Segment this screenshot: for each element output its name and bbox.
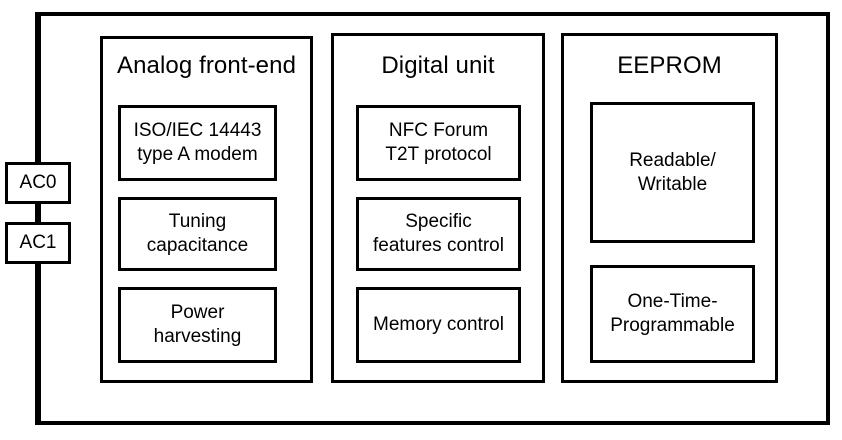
- panel-analog-front-end-title: Analog front-end: [116, 52, 297, 79]
- block-iso-modem[interactable]: ISO/IEC 14443 type A modem: [118, 105, 277, 181]
- block-one-time-programmable[interactable]: One-Time- Programmable: [590, 265, 755, 363]
- block-memory-control[interactable]: Memory control: [356, 287, 521, 363]
- panel-eeprom: EEPROM Readable/ Writable One-Time- Prog…: [561, 33, 778, 383]
- block-power-harvesting[interactable]: Power harvesting: [118, 287, 277, 363]
- panel-digital-unit: Digital unit NFC Forum T2T protocol Spec…: [331, 33, 545, 383]
- panel-analog-front-end: Analog front-end ISO/IEC 14443 type A mo…: [100, 36, 313, 383]
- block-tuning-capacitance[interactable]: Tuning capacitance: [118, 197, 277, 271]
- panel-eeprom-title: EEPROM: [617, 52, 722, 79]
- pad-ac1-label: AC1: [19, 232, 57, 254]
- chip-outer-frame: [37, 12, 830, 425]
- pad-ac1[interactable]: AC1: [5, 222, 71, 264]
- block-nfc-forum-t2t[interactable]: NFC Forum T2T protocol: [356, 105, 521, 181]
- pad-ac0-label: AC0: [19, 172, 57, 194]
- pad-ac0[interactable]: AC0: [5, 162, 71, 204]
- antenna-connector-line: [35, 12, 39, 425]
- block-readable-writable[interactable]: Readable/ Writable: [590, 102, 755, 243]
- panel-digital-unit-title: Digital unit: [381, 52, 495, 79]
- block-specific-features-control[interactable]: Specific features control: [356, 197, 521, 271]
